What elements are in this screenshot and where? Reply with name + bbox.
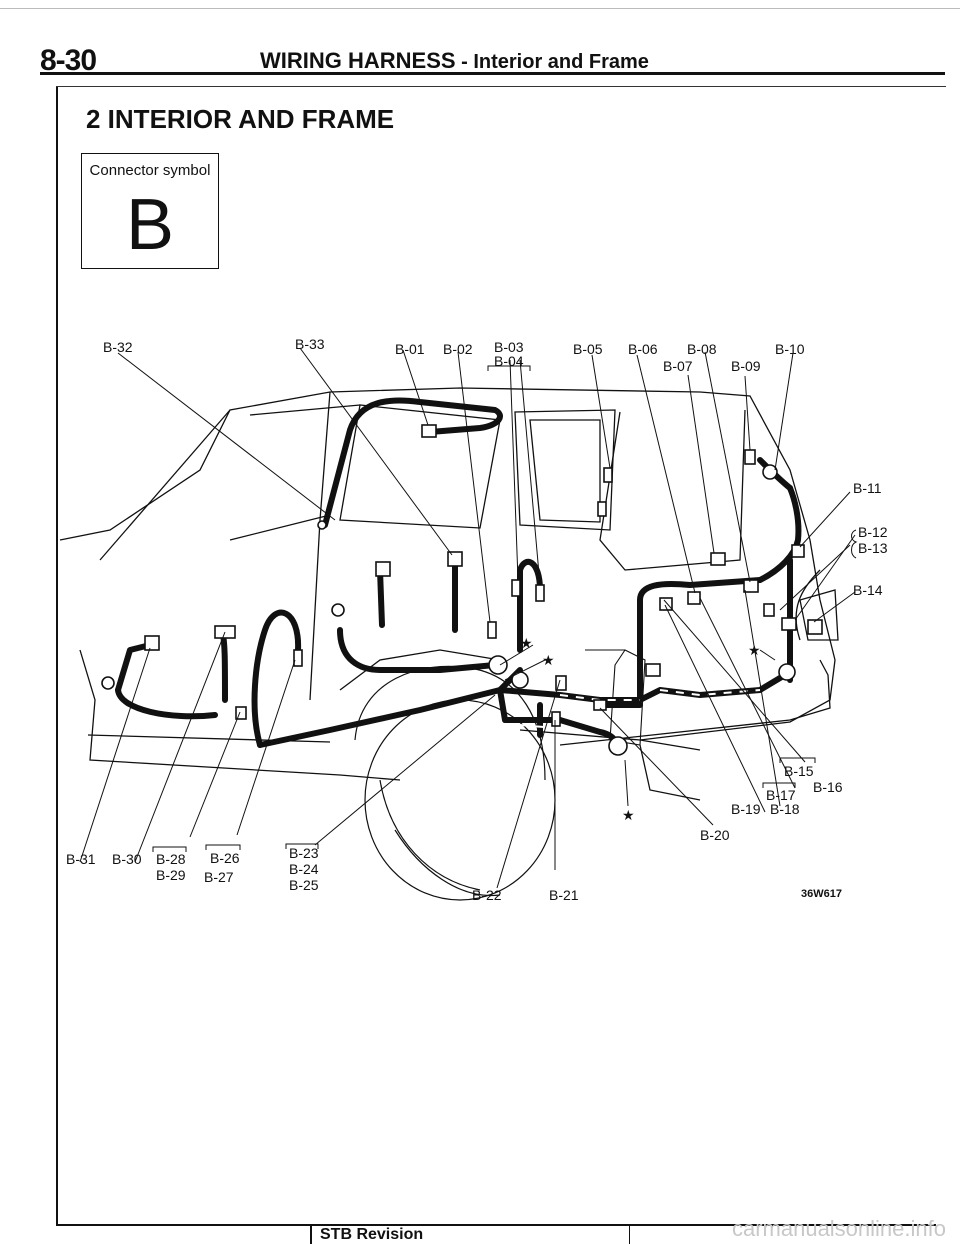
label-b08: B-08 bbox=[687, 341, 717, 357]
label-b04: B-04 bbox=[494, 353, 524, 369]
leader-lines bbox=[79, 347, 856, 889]
label-b17: B-17 bbox=[766, 787, 796, 803]
label-b03: B-03 bbox=[494, 339, 524, 355]
label-b23: B-23 bbox=[289, 845, 319, 861]
connector-symbol-box: Connector symbol B bbox=[81, 153, 219, 269]
label-b18: B-18 bbox=[770, 801, 800, 817]
frame-top-border bbox=[56, 86, 946, 87]
label-b24: B-24 bbox=[289, 861, 319, 877]
header-rule bbox=[40, 72, 945, 75]
frame-bottom-border bbox=[56, 1224, 936, 1226]
label-b10: B-10 bbox=[775, 341, 805, 357]
header-title-sub: - Interior and Frame bbox=[455, 51, 649, 73]
star-marker-2: ★ bbox=[542, 652, 555, 668]
label-b26: B-26 bbox=[210, 850, 240, 866]
connector-symbol-caption: Connector symbol bbox=[89, 162, 211, 179]
figure-code: 36W617 bbox=[801, 888, 842, 900]
label-b31: B-31 bbox=[66, 851, 96, 867]
label-b22: B-22 bbox=[472, 887, 502, 903]
stb-revision-box: STB Revision bbox=[310, 1226, 630, 1244]
label-b28: B-28 bbox=[156, 851, 186, 867]
label-b07: B-07 bbox=[663, 358, 693, 374]
label-b29: B-29 bbox=[156, 867, 186, 883]
header-title-main: WIRING HARNESS bbox=[260, 48, 456, 73]
page-header: 8-30 WIRING HARNESS - Interior and Frame bbox=[40, 44, 945, 77]
star-marker-4: ★ bbox=[622, 807, 635, 823]
top-rule bbox=[0, 8, 960, 9]
label-b05: B-05 bbox=[573, 341, 603, 357]
connectors bbox=[101, 424, 823, 756]
label-b02: B-02 bbox=[443, 341, 473, 357]
label-b09: B-09 bbox=[731, 358, 761, 374]
label-b15: B-15 bbox=[784, 763, 814, 779]
header-title: WIRING HARNESS - Interior and Frame bbox=[260, 48, 649, 74]
label-b19: B-19 bbox=[731, 801, 761, 817]
label-b16: B-16 bbox=[813, 779, 843, 795]
label-brackets bbox=[152, 365, 858, 852]
frame-left-border bbox=[56, 86, 58, 1226]
wiring-harness bbox=[115, 397, 802, 755]
label-b25: B-25 bbox=[289, 877, 319, 893]
vehicle-body bbox=[59, 387, 839, 801]
star-marker-3: ★ bbox=[748, 642, 761, 658]
label-b21: B-21 bbox=[549, 887, 579, 903]
label-b14: B-14 bbox=[853, 582, 883, 598]
label-b11: B-11 bbox=[853, 480, 882, 496]
harness-dashed-segments bbox=[519, 689, 761, 731]
section-title: 2 INTERIOR AND FRAME bbox=[86, 104, 395, 134]
page-number: 8-30 bbox=[40, 44, 97, 77]
label-b06: B-06 bbox=[628, 341, 658, 357]
label-b13: B-13 bbox=[858, 540, 888, 556]
label-b27: B-27 bbox=[204, 869, 234, 885]
label-b33: B-33 bbox=[295, 336, 325, 352]
label-b32: B-32 bbox=[103, 339, 133, 355]
label-b30: B-30 bbox=[112, 851, 142, 867]
watermark: carmanualsonline.info bbox=[731, 1216, 946, 1241]
label-b01: B-01 bbox=[395, 341, 425, 357]
connector-symbol-letter: B bbox=[125, 185, 175, 265]
label-b12: B-12 bbox=[858, 524, 888, 540]
label-b20: B-20 bbox=[700, 827, 730, 843]
star-marker-1: ★ bbox=[520, 635, 533, 651]
